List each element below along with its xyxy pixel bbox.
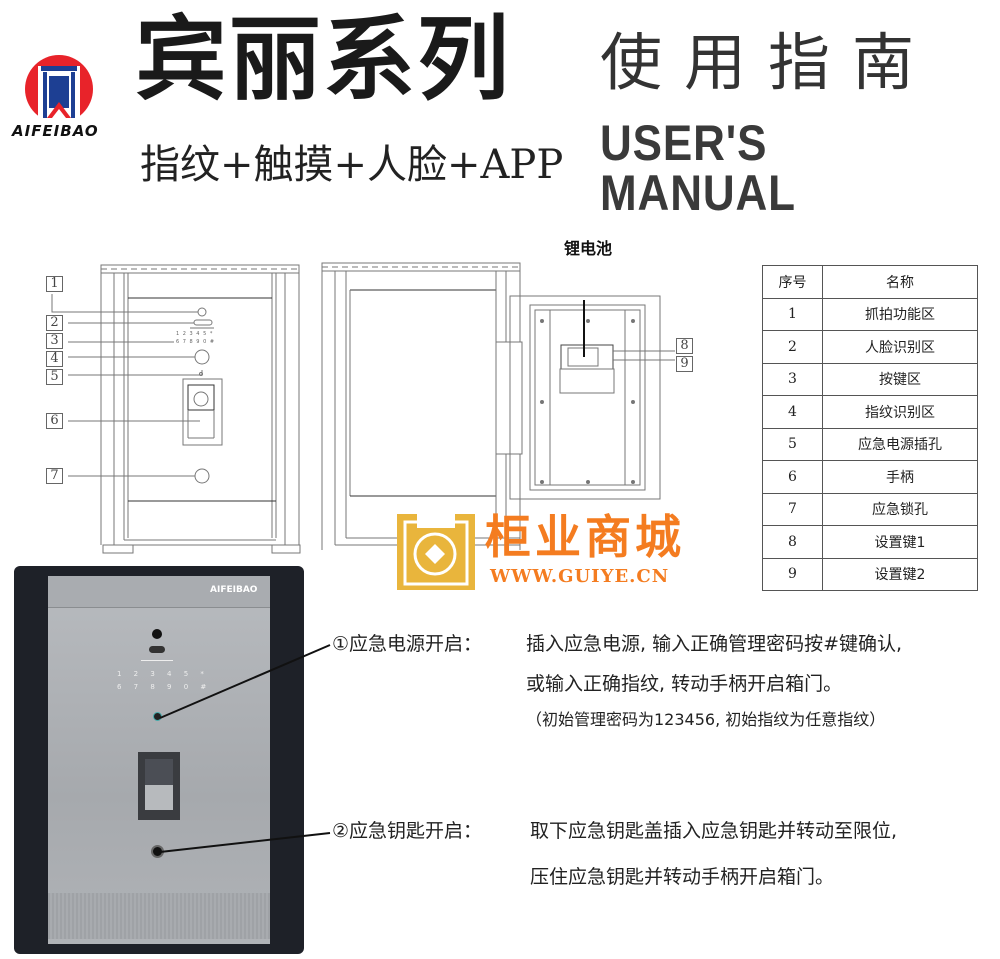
photo-brand: AIFEIBAO bbox=[210, 585, 258, 595]
series-title: 宾丽系列 bbox=[135, 6, 512, 113]
open-door-diagram: 锂电池 8 9 bbox=[320, 240, 700, 560]
row-name: 按键区 bbox=[822, 362, 978, 396]
header-name: 名称 bbox=[822, 265, 978, 299]
safe-photo: AIFEIBAO 1 2 3 4 5 * 6 7 8 9 0 # bbox=[14, 566, 304, 954]
row-name: 设置键2 bbox=[822, 557, 978, 591]
callout-6: 6 bbox=[46, 413, 63, 429]
guide-title-en: USER'S MANUAL bbox=[600, 115, 796, 221]
keypad-row-1: 1 2 3 4 5 * bbox=[176, 331, 214, 337]
callout-8: 8 bbox=[676, 338, 693, 354]
keypad-row-2: 6 7 8 9 0 # bbox=[176, 339, 216, 345]
emergency-power-step2: 或输入正确指纹, 转动手柄开启箱门。 bbox=[526, 673, 843, 695]
guide-title: 使用指南 bbox=[600, 26, 937, 99]
row-number: 4 bbox=[762, 395, 823, 429]
emergency-power-note: （初始管理密码为123456, 初始指纹为任意指纹） bbox=[526, 710, 886, 729]
face-sensor-icon bbox=[149, 646, 165, 653]
battery-label: 锂电池 bbox=[564, 239, 613, 258]
emergency-key-step2: 压住应急钥匙并转动手柄开启箱门。 bbox=[530, 866, 835, 888]
callout-7: 7 bbox=[46, 468, 63, 484]
camera-icon bbox=[152, 629, 162, 639]
handle[interactable] bbox=[138, 752, 180, 820]
row-number: 8 bbox=[762, 525, 823, 559]
row-name: 指纹识别区 bbox=[822, 395, 978, 429]
emergency-key-title: ②应急钥匙开启： bbox=[332, 820, 483, 842]
row-number: 9 bbox=[762, 557, 823, 591]
row-name: 应急锁孔 bbox=[822, 492, 978, 526]
emergency-power-title: ①应急电源开启： bbox=[332, 633, 483, 655]
front-view-diagram: 1 2 3 4 5 6 7 1 2 3 4 5 * 6 7 8 9 0 # bbox=[40, 260, 302, 560]
callout-4: 4 bbox=[46, 351, 63, 367]
callout-1: 1 bbox=[46, 276, 63, 292]
callout-3: 3 bbox=[46, 333, 63, 349]
brand-name: AIFEIBAO bbox=[12, 122, 99, 140]
row-name: 应急电源插孔 bbox=[822, 427, 978, 461]
watermark-url: WWW.GUIYE.CN bbox=[490, 566, 670, 587]
row-name: 抓拍功能区 bbox=[822, 297, 978, 331]
row-number: 7 bbox=[762, 492, 823, 526]
emergency-key-step1: 取下应急钥匙盖插入应急钥匙并转动至限位, bbox=[530, 820, 898, 842]
watermark-text: 柜业商城 bbox=[485, 510, 685, 564]
callout-5: 5 bbox=[46, 369, 63, 385]
emergency-power-step1: 插入应急电源, 输入正确管理密码按#键确认, bbox=[526, 633, 903, 655]
callout-9: 9 bbox=[676, 356, 693, 372]
callout-2: 2 bbox=[46, 315, 63, 331]
header-number: 序号 bbox=[762, 265, 823, 299]
features-subtitle: 指纹+触摸+人脸+APP bbox=[140, 142, 564, 188]
keypad-row-2: 6 7 8 9 0 # bbox=[117, 683, 212, 691]
table-header-row: 序号 名称 bbox=[762, 265, 978, 299]
brand-logo bbox=[18, 52, 100, 124]
keypad-row-1: 1 2 3 4 5 * bbox=[117, 670, 209, 678]
watermark-logo bbox=[397, 514, 475, 590]
row-number: 3 bbox=[762, 362, 823, 396]
row-name: 设置键1 bbox=[822, 525, 978, 559]
keypad[interactable]: 1 2 3 4 5 * 6 7 8 9 0 # bbox=[117, 668, 211, 694]
